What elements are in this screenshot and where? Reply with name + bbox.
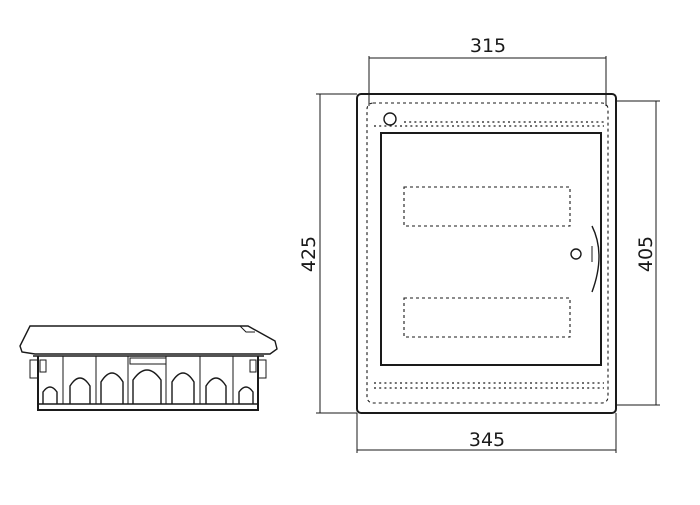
screw-icon bbox=[383, 112, 397, 126]
front-view bbox=[356, 93, 617, 414]
side-view-left-flange bbox=[29, 359, 38, 379]
side-view-right-flange bbox=[258, 359, 267, 379]
dimension-top bbox=[368, 56, 607, 106]
dimension-left bbox=[316, 93, 357, 414]
dimension-right-label: 405 bbox=[635, 236, 657, 272]
dimension-bottom-label: 345 bbox=[469, 429, 505, 451]
side-view-body bbox=[37, 356, 259, 411]
door-handle-icon bbox=[591, 225, 600, 293]
side-view-ribs bbox=[62, 356, 234, 404]
module-window-top bbox=[403, 186, 571, 227]
side-view-knockouts bbox=[42, 369, 254, 404]
dimension-right bbox=[616, 100, 660, 406]
front-view-enclosure bbox=[356, 93, 617, 414]
side-view bbox=[19, 325, 278, 411]
front-view-door bbox=[380, 132, 602, 366]
dimension-top-label: 315 bbox=[470, 35, 506, 57]
lock-icon bbox=[570, 248, 582, 260]
dimension-bottom bbox=[356, 413, 617, 453]
front-view-inner-frame bbox=[366, 102, 609, 404]
dimension-left-label: 425 bbox=[298, 236, 320, 272]
module-window-bottom bbox=[403, 297, 571, 338]
side-view-hinge bbox=[239, 325, 255, 333]
side-view-cover bbox=[19, 325, 278, 355]
side-view-tabs bbox=[39, 357, 257, 373]
